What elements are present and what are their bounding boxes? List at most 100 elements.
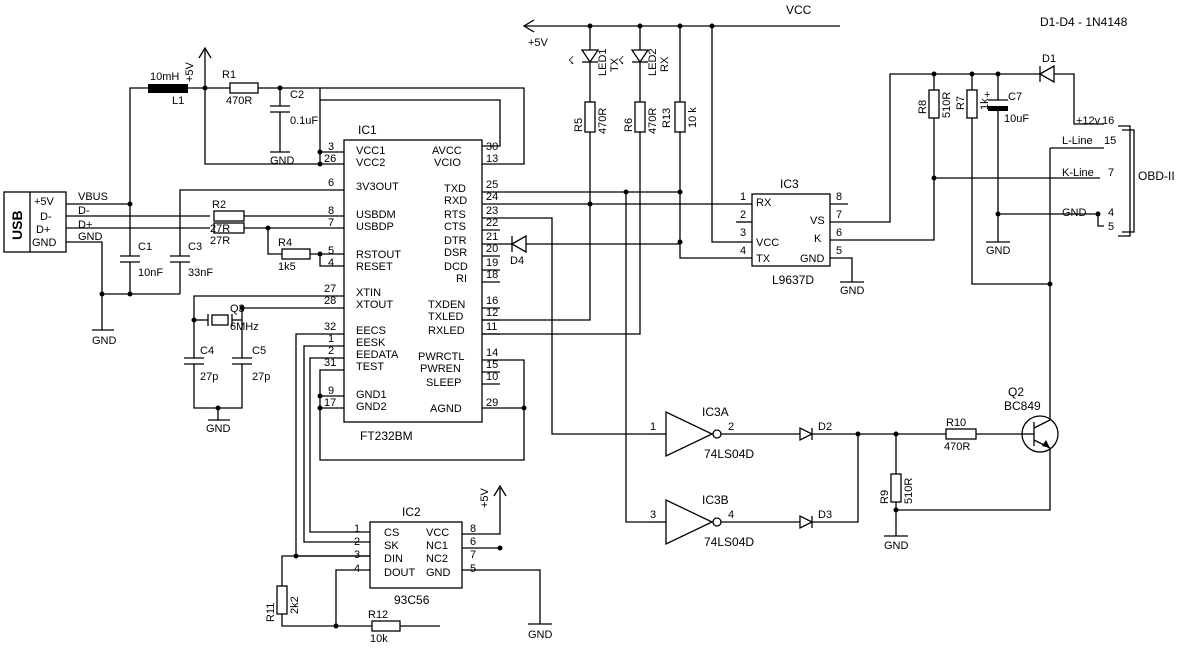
svg-text:4: 4 xyxy=(740,245,746,257)
svg-text:2k2: 2k2 xyxy=(289,596,301,614)
svg-text:24: 24 xyxy=(486,191,498,203)
svg-text:RXLED: RXLED xyxy=(428,325,465,337)
svg-text:D2: D2 xyxy=(818,421,832,433)
svg-text:17: 17 xyxy=(324,397,336,409)
led1: LED1 TX ☇ xyxy=(568,26,621,76)
svg-text:5: 5 xyxy=(1108,221,1114,233)
ic3b-inverter: 3 4 IC3B 74LS04D xyxy=(650,493,754,549)
svg-text:4: 4 xyxy=(354,563,360,575)
svg-text:21: 21 xyxy=(486,231,498,243)
svg-text:USBDP: USBDP xyxy=(356,221,394,233)
svg-text:2: 2 xyxy=(328,345,334,357)
svg-text:VCC: VCC xyxy=(756,237,779,249)
svg-text:VCC1: VCC1 xyxy=(356,145,385,157)
svg-text:PWRCTL: PWRCTL xyxy=(418,351,464,363)
svg-text:GND: GND xyxy=(986,245,1011,257)
svg-text:10 k: 10 k xyxy=(687,107,699,128)
svg-text:NC2: NC2 xyxy=(426,553,448,565)
svg-text:10k: 10k xyxy=(370,633,388,645)
svg-text:7: 7 xyxy=(836,209,842,221)
svg-text:DCD: DCD xyxy=(444,261,468,273)
svg-text:5: 5 xyxy=(328,245,334,257)
svg-text:12: 12 xyxy=(486,307,498,319)
svg-text:C7: C7 xyxy=(1008,91,1022,103)
svg-text:R4: R4 xyxy=(278,237,292,249)
svg-text:28: 28 xyxy=(324,295,336,307)
svg-text:6: 6 xyxy=(470,536,476,548)
svg-text:XTOUT: XTOUT xyxy=(356,299,393,311)
inductor-l1: 10mH L1 xyxy=(148,71,188,107)
svg-text:R13: R13 xyxy=(661,108,673,128)
svg-text:0.1uF: 0.1uF xyxy=(290,115,318,127)
svg-text:74LS04D: 74LS04D xyxy=(704,447,754,461)
svg-text:8: 8 xyxy=(470,523,476,535)
svg-text:FT232BM: FT232BM xyxy=(360,429,413,443)
svg-text:IC2: IC2 xyxy=(402,505,421,519)
svg-text:470R: 470R xyxy=(226,95,252,107)
svg-text:33nF: 33nF xyxy=(188,267,213,279)
svg-text:14: 14 xyxy=(486,347,498,359)
svg-text:TXDEN: TXDEN xyxy=(428,299,465,311)
svg-text:L9637D: L9637D xyxy=(772,273,814,287)
svg-text:15: 15 xyxy=(1104,135,1116,147)
capacitor-c5: C5 27p xyxy=(232,345,270,383)
svg-text:Q2: Q2 xyxy=(1008,385,1024,399)
svg-text:4: 4 xyxy=(328,257,334,269)
svg-text:4: 4 xyxy=(1108,207,1114,219)
net-gnd: GND xyxy=(78,231,103,243)
resistor-r8: R8 510R xyxy=(917,89,953,119)
svg-text:D3: D3 xyxy=(818,509,832,521)
svg-text:+: + xyxy=(984,89,990,101)
svg-text:19: 19 xyxy=(486,257,498,269)
svg-text:29: 29 xyxy=(486,397,498,409)
svg-text:XTIN: XTIN xyxy=(356,287,381,299)
svg-text:4: 4 xyxy=(728,509,734,521)
svg-text:RESET: RESET xyxy=(356,261,393,273)
p5v-label-top: +5V xyxy=(528,37,549,49)
svg-text:USBDM: USBDM xyxy=(356,209,396,221)
svg-text:7: 7 xyxy=(1108,167,1114,179)
svg-text:R2: R2 xyxy=(212,199,226,211)
svg-text:18: 18 xyxy=(486,269,498,281)
resistor-r6: R6 470R xyxy=(623,101,659,134)
svg-text:16: 16 xyxy=(1102,115,1114,127)
svg-text:GND: GND xyxy=(840,285,865,297)
svg-text:+12v: +12v xyxy=(1076,115,1101,127)
svg-text:7: 7 xyxy=(328,217,334,229)
svg-text:10uF: 10uF xyxy=(1004,113,1029,125)
svg-text:2: 2 xyxy=(740,209,746,221)
usb-pin-gnd: GND xyxy=(32,237,57,249)
svg-text:3: 3 xyxy=(740,227,746,239)
svg-text:6MHz: 6MHz xyxy=(230,321,259,333)
svg-text:VCC2: VCC2 xyxy=(356,157,385,169)
svg-text:32: 32 xyxy=(324,321,336,333)
svg-text:23: 23 xyxy=(486,205,498,217)
svg-text:RSTOUT: RSTOUT xyxy=(356,249,401,261)
svg-text:R1: R1 xyxy=(222,69,236,81)
svg-text:IC3: IC3 xyxy=(780,177,799,191)
svg-text:R9: R9 xyxy=(879,490,891,504)
svg-text:1k5: 1k5 xyxy=(278,261,296,273)
svg-text:26: 26 xyxy=(324,153,336,165)
svg-text:22: 22 xyxy=(486,217,498,229)
svg-text:GND: GND xyxy=(426,567,451,579)
diode-d2: D2 xyxy=(799,421,832,442)
led2: LED2 RX ☇ xyxy=(618,26,671,76)
svg-text:R10: R10 xyxy=(946,417,966,429)
svg-text:BC849: BC849 xyxy=(1004,399,1041,413)
svg-text:PWREN: PWREN xyxy=(420,363,461,375)
svg-text:8: 8 xyxy=(836,191,842,203)
svg-text:VS: VS xyxy=(810,215,825,227)
svg-text:25: 25 xyxy=(486,179,498,191)
svg-text:3: 3 xyxy=(650,509,656,521)
svg-text:SLEEP: SLEEP xyxy=(426,377,461,389)
svg-text:R11: R11 xyxy=(265,603,277,622)
svg-text:470R: 470R xyxy=(944,441,970,453)
svg-text:27R: 27R xyxy=(210,235,230,247)
svg-text:IC3B: IC3B xyxy=(702,493,729,507)
svg-text:8: 8 xyxy=(328,205,334,217)
svg-text:9: 9 xyxy=(328,385,334,397)
svg-text:K-Line: K-Line xyxy=(1062,167,1094,179)
resistor-r9: R9 510R xyxy=(879,473,915,504)
